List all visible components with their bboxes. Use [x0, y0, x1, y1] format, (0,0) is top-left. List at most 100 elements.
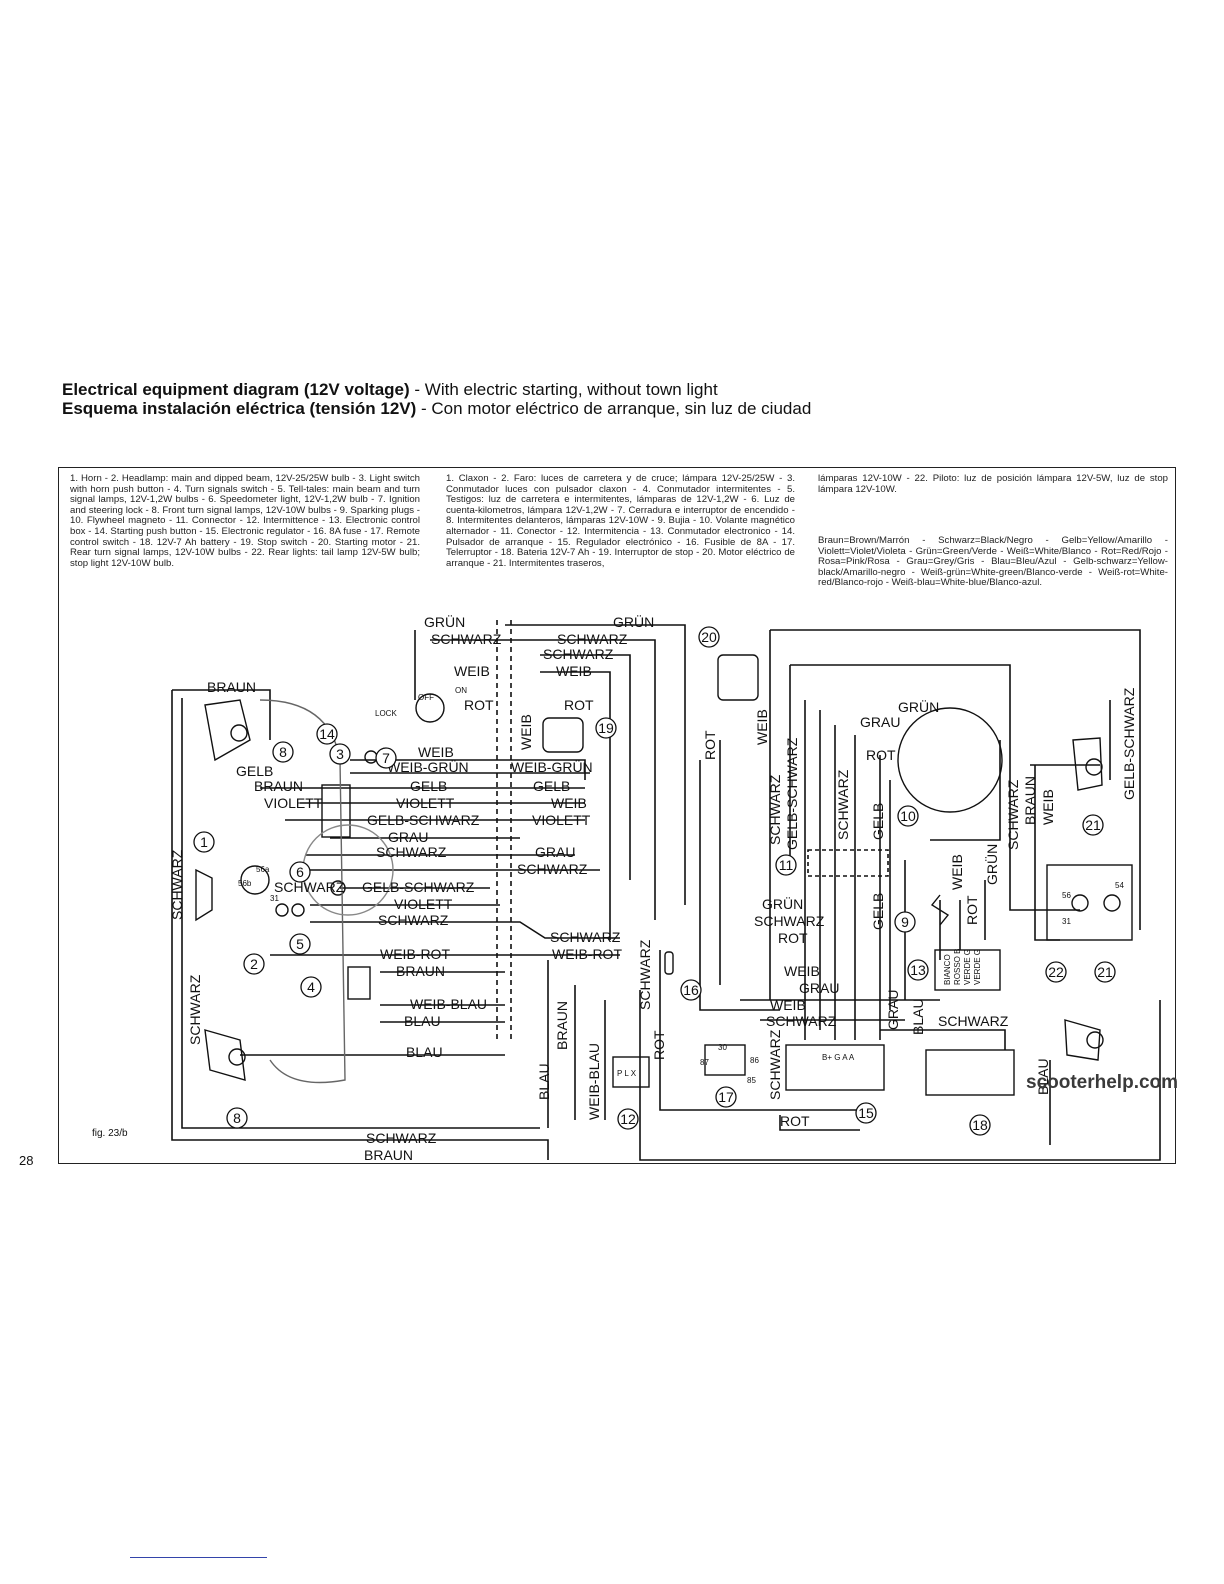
svg-text:WEIB: WEIB [949, 854, 965, 890]
svg-text:56: 56 [1062, 891, 1071, 900]
rear-lights [1046, 864, 1133, 941]
svg-text:56b: 56b [238, 879, 252, 888]
svg-text:5: 5 [296, 936, 304, 952]
svg-text:BLAU: BLAU [406, 1044, 443, 1060]
svg-text:VERDE G: VERDE G [973, 949, 982, 985]
svg-text:WEIB-ROT: WEIB-ROT [380, 946, 450, 962]
svg-text:SCHWARZ: SCHWARZ [1005, 779, 1021, 850]
svg-text:1: 1 [200, 834, 208, 850]
svg-text:ROT: ROT [702, 730, 718, 760]
front-turn-signal-bottom [204, 1029, 246, 1081]
ignition-lock [415, 693, 445, 723]
svg-text:BRAUN: BRAUN [1022, 776, 1038, 825]
svg-text:31: 31 [270, 894, 279, 903]
svg-text:LOCK: LOCK [375, 709, 397, 718]
svg-text:SCHWARZ: SCHWARZ [557, 631, 628, 647]
svg-text:SCHWARZ: SCHWARZ [767, 774, 783, 845]
svg-text:OFF: OFF [418, 693, 434, 702]
page-number: 28 [19, 1153, 34, 1168]
svg-text:ROT: ROT [780, 1113, 810, 1129]
svg-text:GELB-SCHWARZ: GELB-SCHWARZ [367, 812, 480, 828]
legend-english: 1. Horn - 2. Headlamp: main and dipped b… [70, 473, 420, 569]
svg-text:BLAU: BLAU [404, 1013, 441, 1029]
svg-text:WEIB: WEIB [454, 663, 490, 679]
legend-spanish-continued: lámparas 12V-10W - 22. Piloto: luz de po… [818, 473, 1168, 495]
component-numbers: 1 2 3 4 5 6 7 8 8 9 10 11 12 13 14 15 16… [200, 629, 1113, 1133]
svg-text:GRAU: GRAU [799, 980, 839, 996]
svg-text:6: 6 [296, 864, 304, 880]
svg-text:GRAU: GRAU [885, 990, 901, 1030]
svg-text:WEIB-GRÜN: WEIB-GRÜN [387, 758, 469, 775]
svg-text:SCHWARZ: SCHWARZ [767, 1029, 783, 1100]
svg-text:BRAUN: BRAUN [554, 1001, 570, 1050]
svg-text:15: 15 [858, 1105, 874, 1121]
bottom-rule [130, 1557, 267, 1558]
svg-text:WEIB: WEIB [556, 663, 592, 679]
front-turn-signal-bulb-top [230, 724, 248, 742]
svg-text:SCHWARZ: SCHWARZ [766, 1013, 837, 1029]
legend-spanish: 1. Claxon - 2. Faro: luces de carretera … [446, 473, 795, 569]
svg-text:WEIB: WEIB [1040, 789, 1056, 825]
horn [195, 868, 213, 922]
headlamp [240, 865, 270, 895]
svg-text:SCHWARZ: SCHWARZ [169, 849, 185, 920]
svg-text:SCHWARZ: SCHWARZ [376, 844, 447, 860]
svg-text:BLAU: BLAU [1035, 1058, 1051, 1095]
title-spanish: Esquema instalación eléctrica (tensión 1… [62, 399, 812, 418]
svg-text:16: 16 [683, 982, 699, 998]
svg-text:WEIB: WEIB [418, 744, 454, 760]
electronic-control-box [934, 949, 1001, 991]
svg-text:9: 9 [901, 914, 909, 930]
svg-text:WEIB-BLAU: WEIB-BLAU [410, 996, 487, 1012]
svg-text:ROT: ROT [778, 930, 808, 946]
front-turn-signal-bulb-bottom [228, 1048, 246, 1066]
svg-text:GELB: GELB [410, 778, 447, 794]
svg-text:22: 22 [1048, 964, 1064, 980]
diagram-frame [58, 467, 1176, 1164]
svg-text:56a: 56a [256, 865, 270, 874]
svg-text:3: 3 [336, 746, 344, 762]
svg-text:SCHWARZ: SCHWARZ [378, 912, 449, 928]
svg-text:WEIB: WEIB [770, 997, 806, 1013]
svg-text:85: 85 [747, 1076, 756, 1085]
electronic-regulator [785, 1044, 885, 1091]
svg-text:BRAUN: BRAUN [396, 963, 445, 979]
svg-text:SCHWARZ: SCHWARZ [366, 1130, 437, 1146]
svg-text:GELB: GELB [236, 763, 273, 779]
watermark: scooterhelp.com [1026, 1072, 1179, 1093]
svg-text:GRAU: GRAU [860, 714, 900, 730]
svg-text:GELB-SCHWARZ: GELB-SCHWARZ [362, 879, 475, 895]
svg-text:VERDE G: VERDE G [963, 949, 972, 985]
svg-text:8: 8 [233, 1110, 241, 1126]
wire-labels: GRÜN GRÜN SCHWARZ SCHWARZ SCHWARZ WEIB W… [169, 613, 1137, 1163]
svg-text:VIOLETT: VIOLETT [532, 812, 591, 828]
svg-text:4: 4 [307, 979, 315, 995]
svg-text:ROT: ROT [651, 1030, 667, 1060]
svg-text:B+ G A A: B+ G A A [822, 1053, 855, 1062]
switch-labels: OFF ON LOCK 56b 56a 31 P L X 30 87 86 85… [238, 686, 1124, 1085]
svg-text:GRÜN: GRÜN [898, 698, 939, 715]
svg-text:SCHWARZ: SCHWARZ [550, 929, 621, 945]
stop-switch [542, 717, 584, 753]
svg-text:WEIB: WEIB [518, 714, 534, 750]
svg-text:GRÜN: GRÜN [424, 613, 465, 630]
svg-text:P L X: P L X [617, 1069, 637, 1078]
svg-text:ROT: ROT [866, 747, 896, 763]
svg-text:GRÜN: GRÜN [983, 844, 1000, 885]
svg-text:13: 13 [910, 962, 926, 978]
svg-text:SCHWARZ: SCHWARZ [431, 631, 502, 647]
remote-control-switch [704, 1044, 746, 1076]
svg-text:BRAUN: BRAUN [364, 1147, 413, 1163]
svg-text:WEIB: WEIB [784, 963, 820, 979]
svg-text:17: 17 [718, 1089, 734, 1105]
svg-text:BRAUN: BRAUN [254, 778, 303, 794]
svg-text:BIANCO: BIANCO [943, 954, 952, 985]
svg-text:WEIB: WEIB [551, 795, 587, 811]
svg-text:SCHWARZ: SCHWARZ [835, 769, 851, 840]
svg-text:GRÜN: GRÜN [762, 895, 803, 912]
flywheel-magneto [897, 707, 1003, 813]
svg-text:SCHWARZ: SCHWARZ [938, 1013, 1009, 1029]
svg-text:2: 2 [250, 956, 258, 972]
svg-text:31: 31 [1062, 917, 1071, 926]
